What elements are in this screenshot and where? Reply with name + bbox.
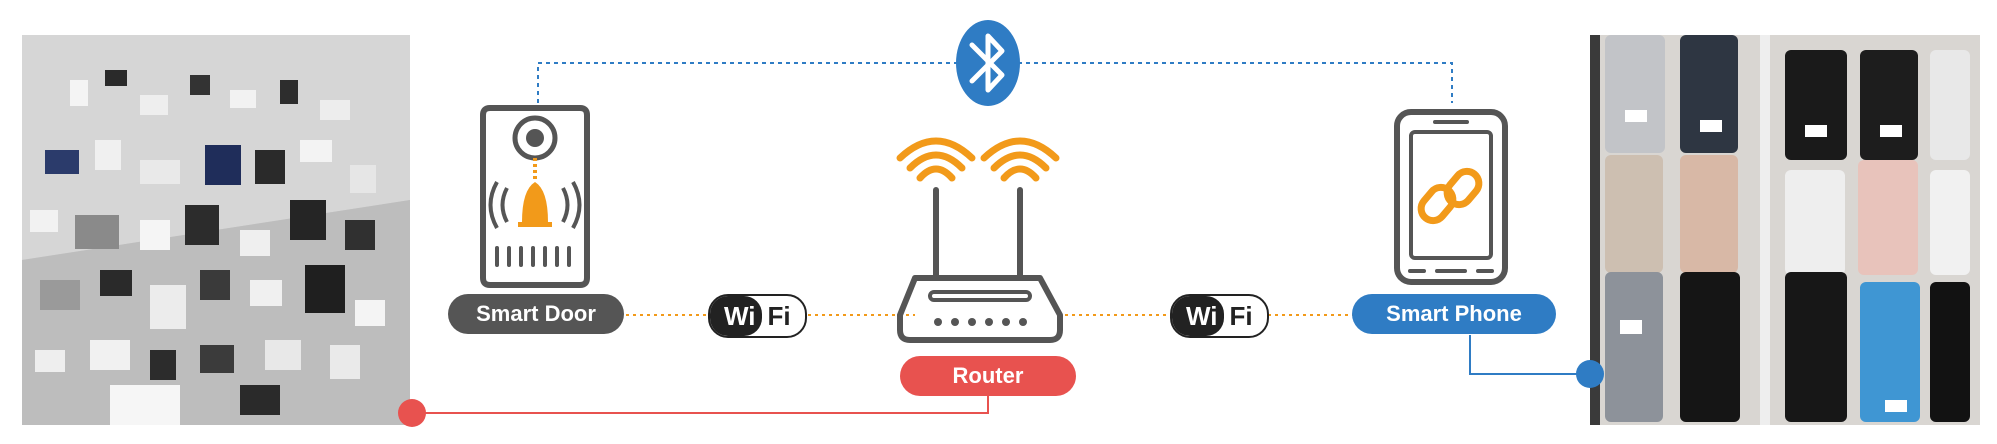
smart-phone-label: Smart Phone (1352, 294, 1556, 334)
smart-phone-icon (1394, 109, 1508, 285)
smart-door-icon (480, 105, 590, 288)
router-label: Router (900, 356, 1076, 396)
link-icon (1417, 167, 1483, 225)
wifi-badge-fi: Fi (767, 300, 791, 331)
wifi-badge-wi: Wi (710, 296, 762, 336)
bluetooth-icon (956, 20, 1020, 106)
phone-connector-line (1469, 335, 1590, 375)
smartphones-photo (1590, 35, 1980, 425)
router-connector-line (412, 395, 989, 414)
router-connector-dot (398, 399, 426, 427)
wifi-badge-wi: Wi (1172, 296, 1224, 336)
phone-connector-dot (1576, 360, 1604, 388)
wifi-badge-right: Wi Fi (1170, 294, 1269, 338)
wifi-badge-fi: Fi (1229, 300, 1253, 331)
wifi-badge-left: Wi Fi (708, 294, 807, 338)
iot-devices-photo (22, 35, 410, 425)
router-icon (896, 137, 1063, 343)
smart-door-label: Smart Door (448, 294, 624, 334)
